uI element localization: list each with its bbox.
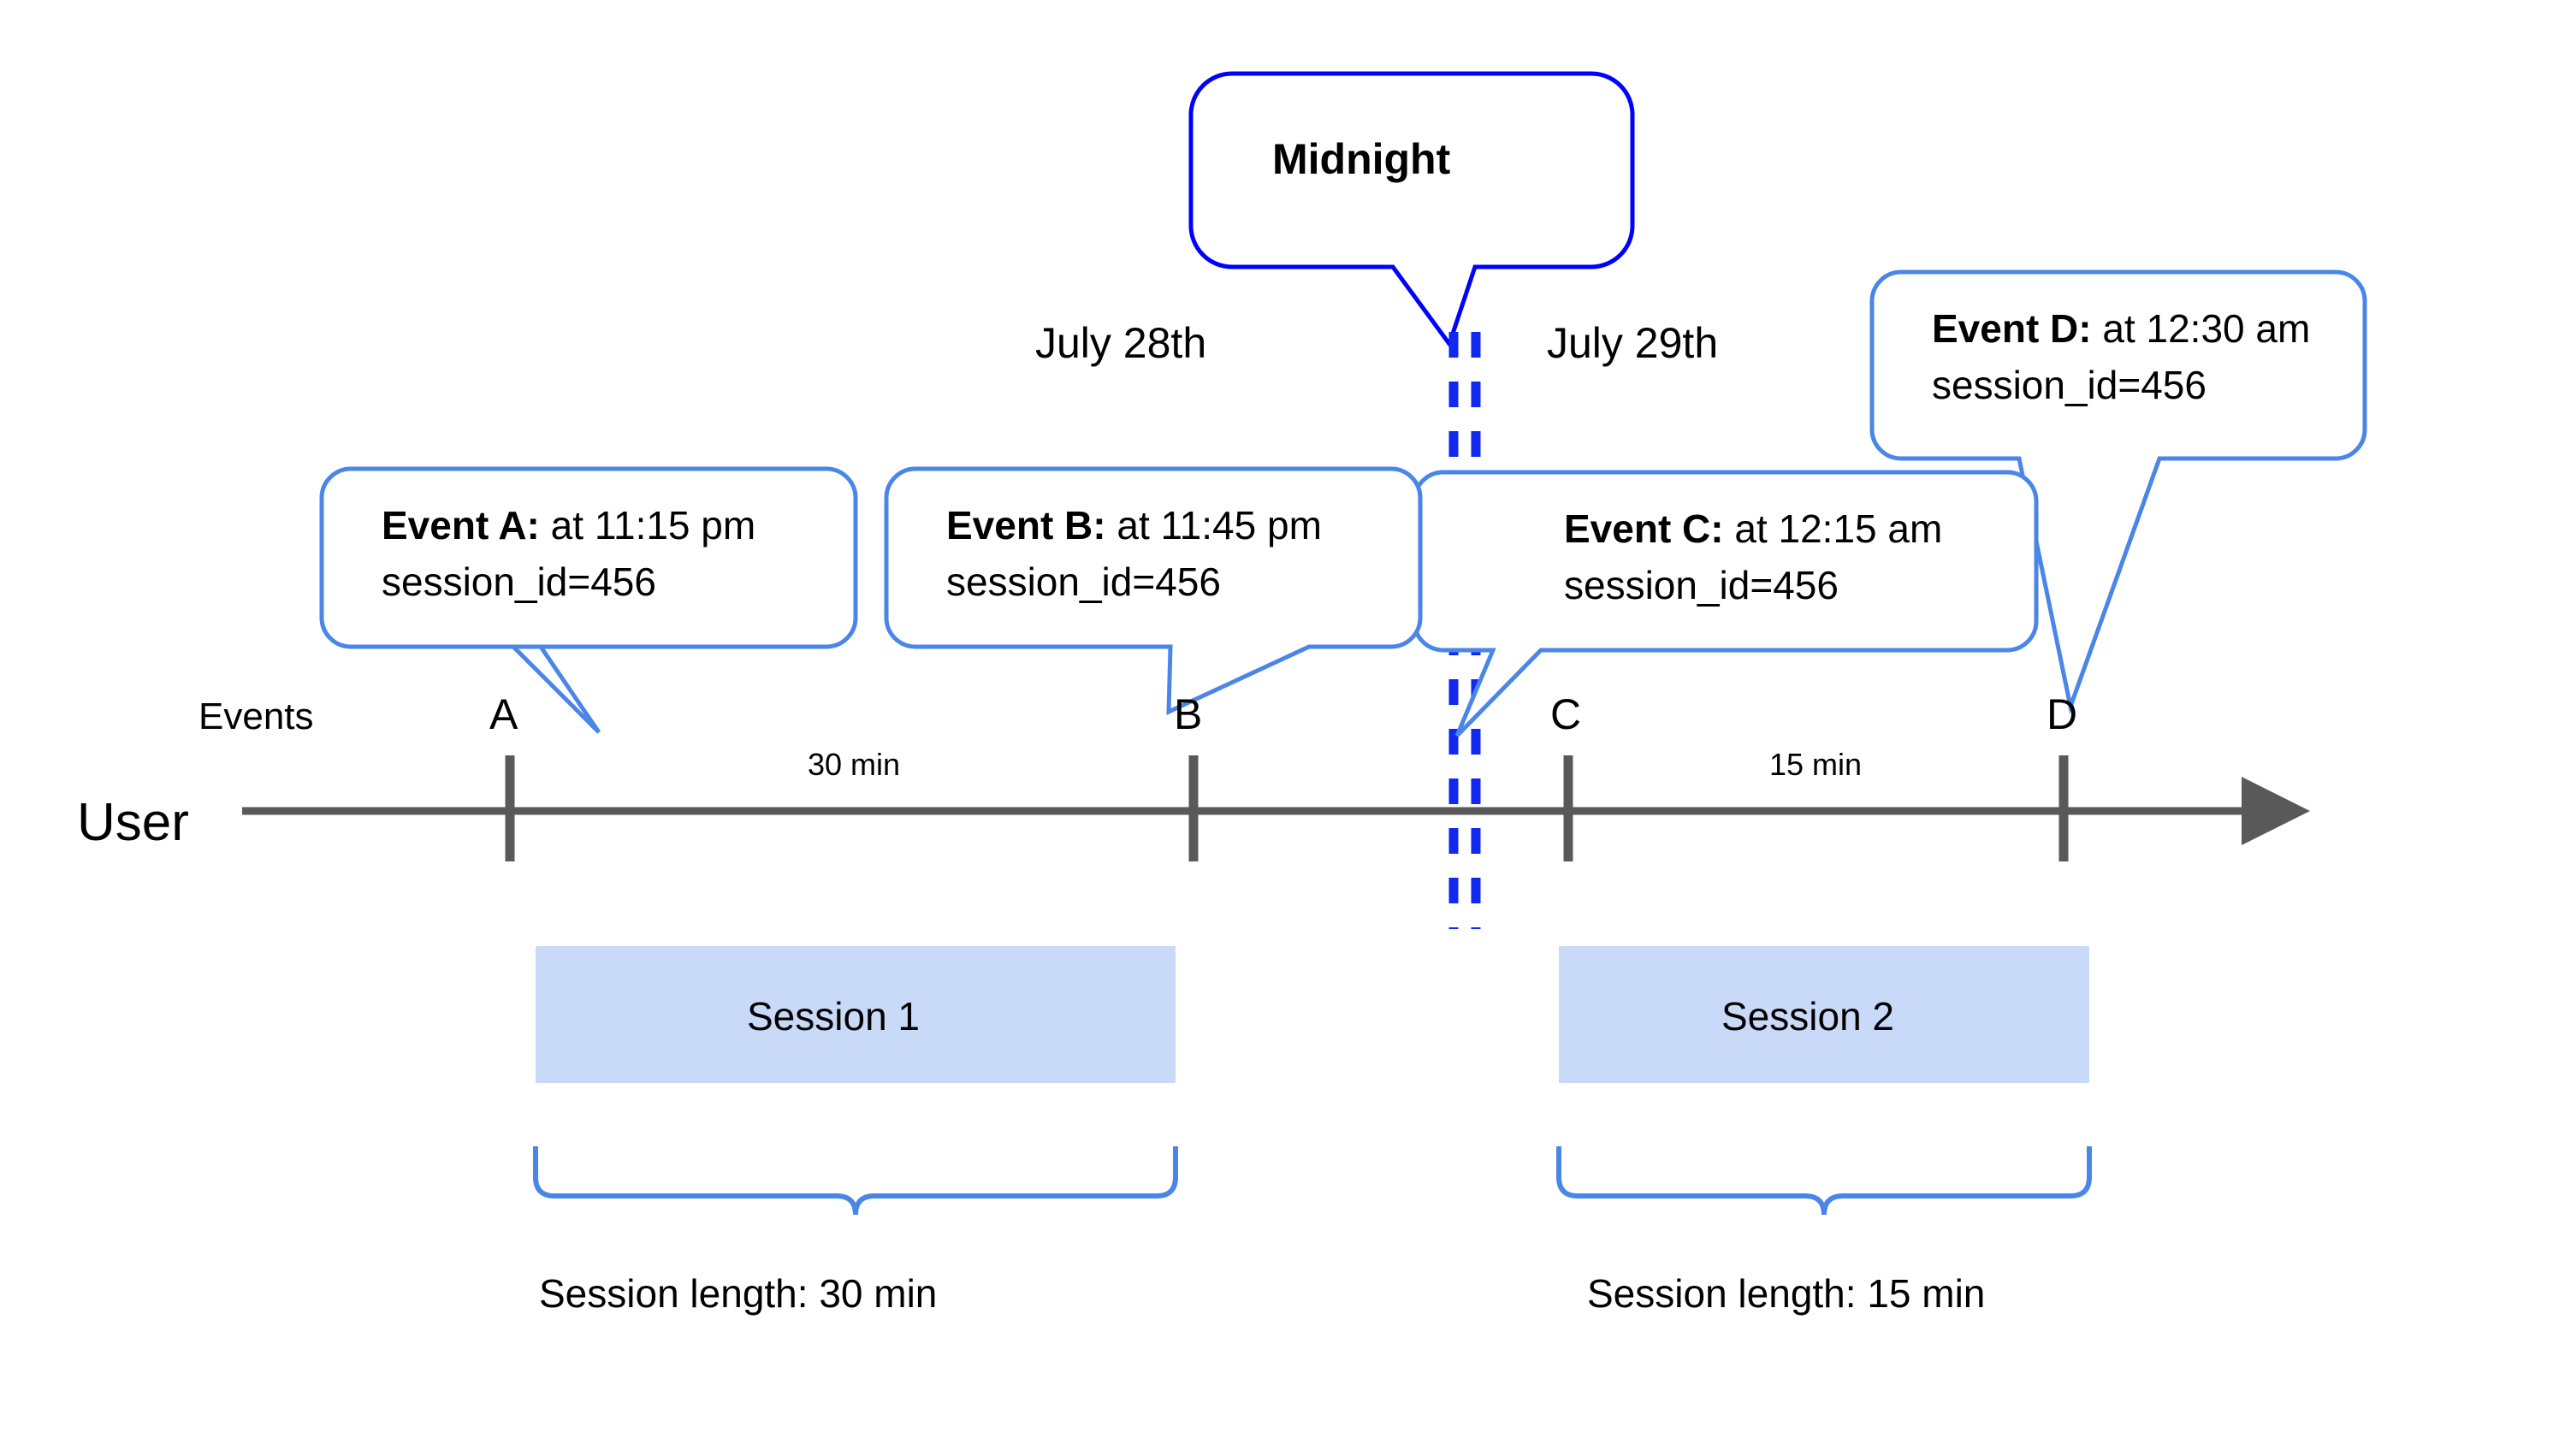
session-2-box: Session 2	[1559, 946, 2089, 1083]
session-1-label: Session 1	[747, 994, 920, 1039]
session-2-length-label: Session length: 15 min	[1587, 1271, 1985, 1316]
event-c-bold: Event C:	[1564, 506, 1724, 551]
event-d-callout-line2: session_id=456	[1932, 363, 2206, 407]
session-1-box: Session 1	[536, 946, 1176, 1083]
session-1-brace	[533, 1146, 1178, 1216]
duration-label-15min: 15 min	[1769, 747, 1862, 782]
session-2-label: Session 2	[1721, 994, 1894, 1039]
midnight-callout-label: Midnight	[1272, 135, 1451, 183]
session-2-brace-path	[1556, 1146, 2092, 1216]
event-a-callout-bubble	[319, 466, 858, 734]
event-a-callout-line2: session_id=456	[382, 559, 656, 604]
tick-letter-a: A	[489, 690, 518, 738]
session-2-rect	[1559, 946, 2089, 1083]
event-b-callout-bubble	[884, 466, 1423, 715]
duration-label-30min: 30 min	[808, 747, 900, 782]
event-d-callout-line1: Event D: at 12:30 am	[1932, 306, 2310, 351]
tick-letter-b: B	[1174, 690, 1202, 738]
event-d-callout: Event D: at 12:30 am session_id=456	[1869, 269, 2367, 715]
timeline-axis	[242, 755, 2310, 861]
event-c-rest: at 12:15 am	[1724, 506, 1943, 551]
event-c-callout-line1: Event C: at 12:15 am	[1564, 506, 1942, 551]
event-d-rest: at 12:30 am	[2092, 306, 2311, 351]
event-a-rest: at 11:15 pm	[540, 503, 755, 547]
event-c-callout: Event C: at 12:15 am session_id=456	[1412, 470, 2039, 737]
row-label-user: User	[77, 793, 189, 852]
event-b-callout-line2: session_id=456	[946, 559, 1221, 604]
event-b-rest: at 11:45 pm	[1106, 503, 1322, 547]
date-label-july-29: July 29th	[1547, 319, 1718, 367]
event-c-callout-line2: session_id=456	[1564, 563, 1839, 607]
session-1-length-label: Session length: 30 min	[539, 1271, 937, 1316]
tick-letter-d: D	[2047, 690, 2077, 738]
event-b-callout: Event B: at 11:45 pm session_id=456	[884, 466, 1423, 715]
session-1-rect	[536, 946, 1176, 1083]
event-d-bold: Event D:	[1932, 306, 2092, 351]
midnight-callout: Midnight	[1188, 71, 1635, 349]
event-a-callout: Event A: at 11:15 pm session_id=456	[319, 466, 858, 734]
timeline-arrow-head	[2242, 777, 2310, 845]
event-b-bold: Event B:	[946, 503, 1106, 547]
event-b-callout-line1: Event B: at 11:45 pm	[946, 503, 1322, 547]
session-1-brace-path	[533, 1146, 1178, 1216]
row-label-events: Events	[198, 695, 314, 737]
event-a-bold: Event A:	[382, 503, 540, 547]
event-a-callout-line1: Event A: at 11:15 pm	[382, 503, 755, 547]
midnight-callout-bubble	[1188, 71, 1635, 349]
event-d-callout-bubble	[1869, 269, 2367, 715]
date-label-july-28: July 28th	[1035, 319, 1206, 367]
session-2-brace	[1556, 1146, 2092, 1216]
tick-letter-c: C	[1550, 690, 1581, 738]
